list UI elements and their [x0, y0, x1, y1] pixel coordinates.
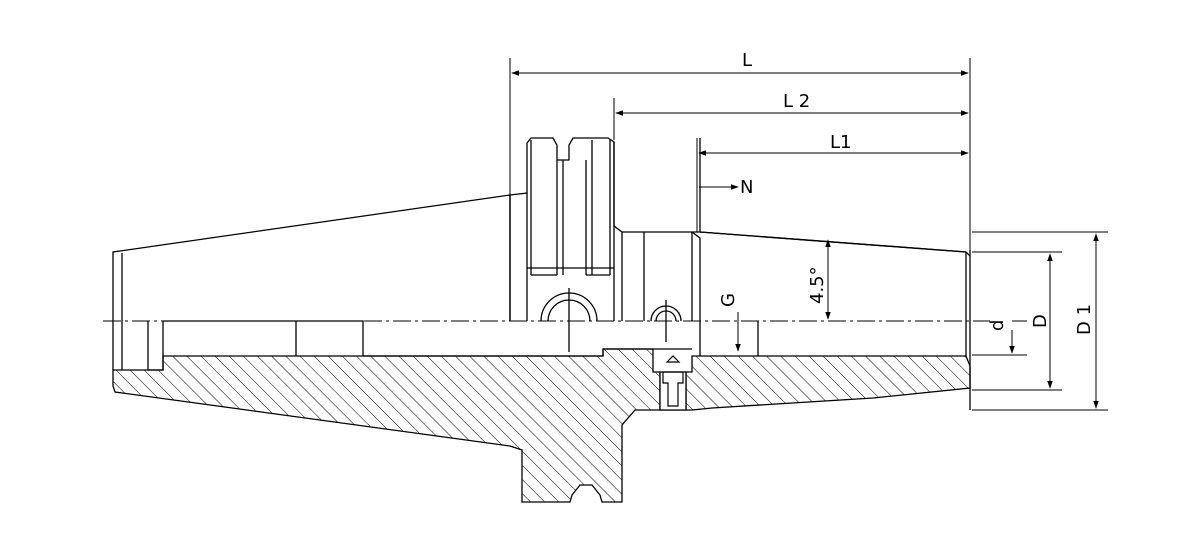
taper-outline: [112, 194, 511, 370]
label-angle: 4.5°: [807, 266, 828, 304]
hatched-body: [112, 348, 971, 503]
flange-outline: [509, 137, 701, 233]
dimension-lines: [509, 58, 1108, 411]
label-L2: L 2: [783, 91, 810, 112]
label-L1: L1: [830, 132, 851, 153]
dimension-labels: L L 2 L1 N G 4.5° d D D 1: [718, 50, 1095, 335]
label-d: d: [987, 320, 1008, 331]
stud-thread: [662, 355, 684, 407]
label-G: G: [718, 293, 739, 307]
label-D1: D 1: [1074, 304, 1095, 335]
label-D: D: [1030, 314, 1051, 328]
label-L: L: [742, 50, 752, 71]
section-hatched-half: [112, 348, 971, 503]
label-N: N: [740, 177, 753, 198]
stud-hole: [659, 371, 687, 411]
